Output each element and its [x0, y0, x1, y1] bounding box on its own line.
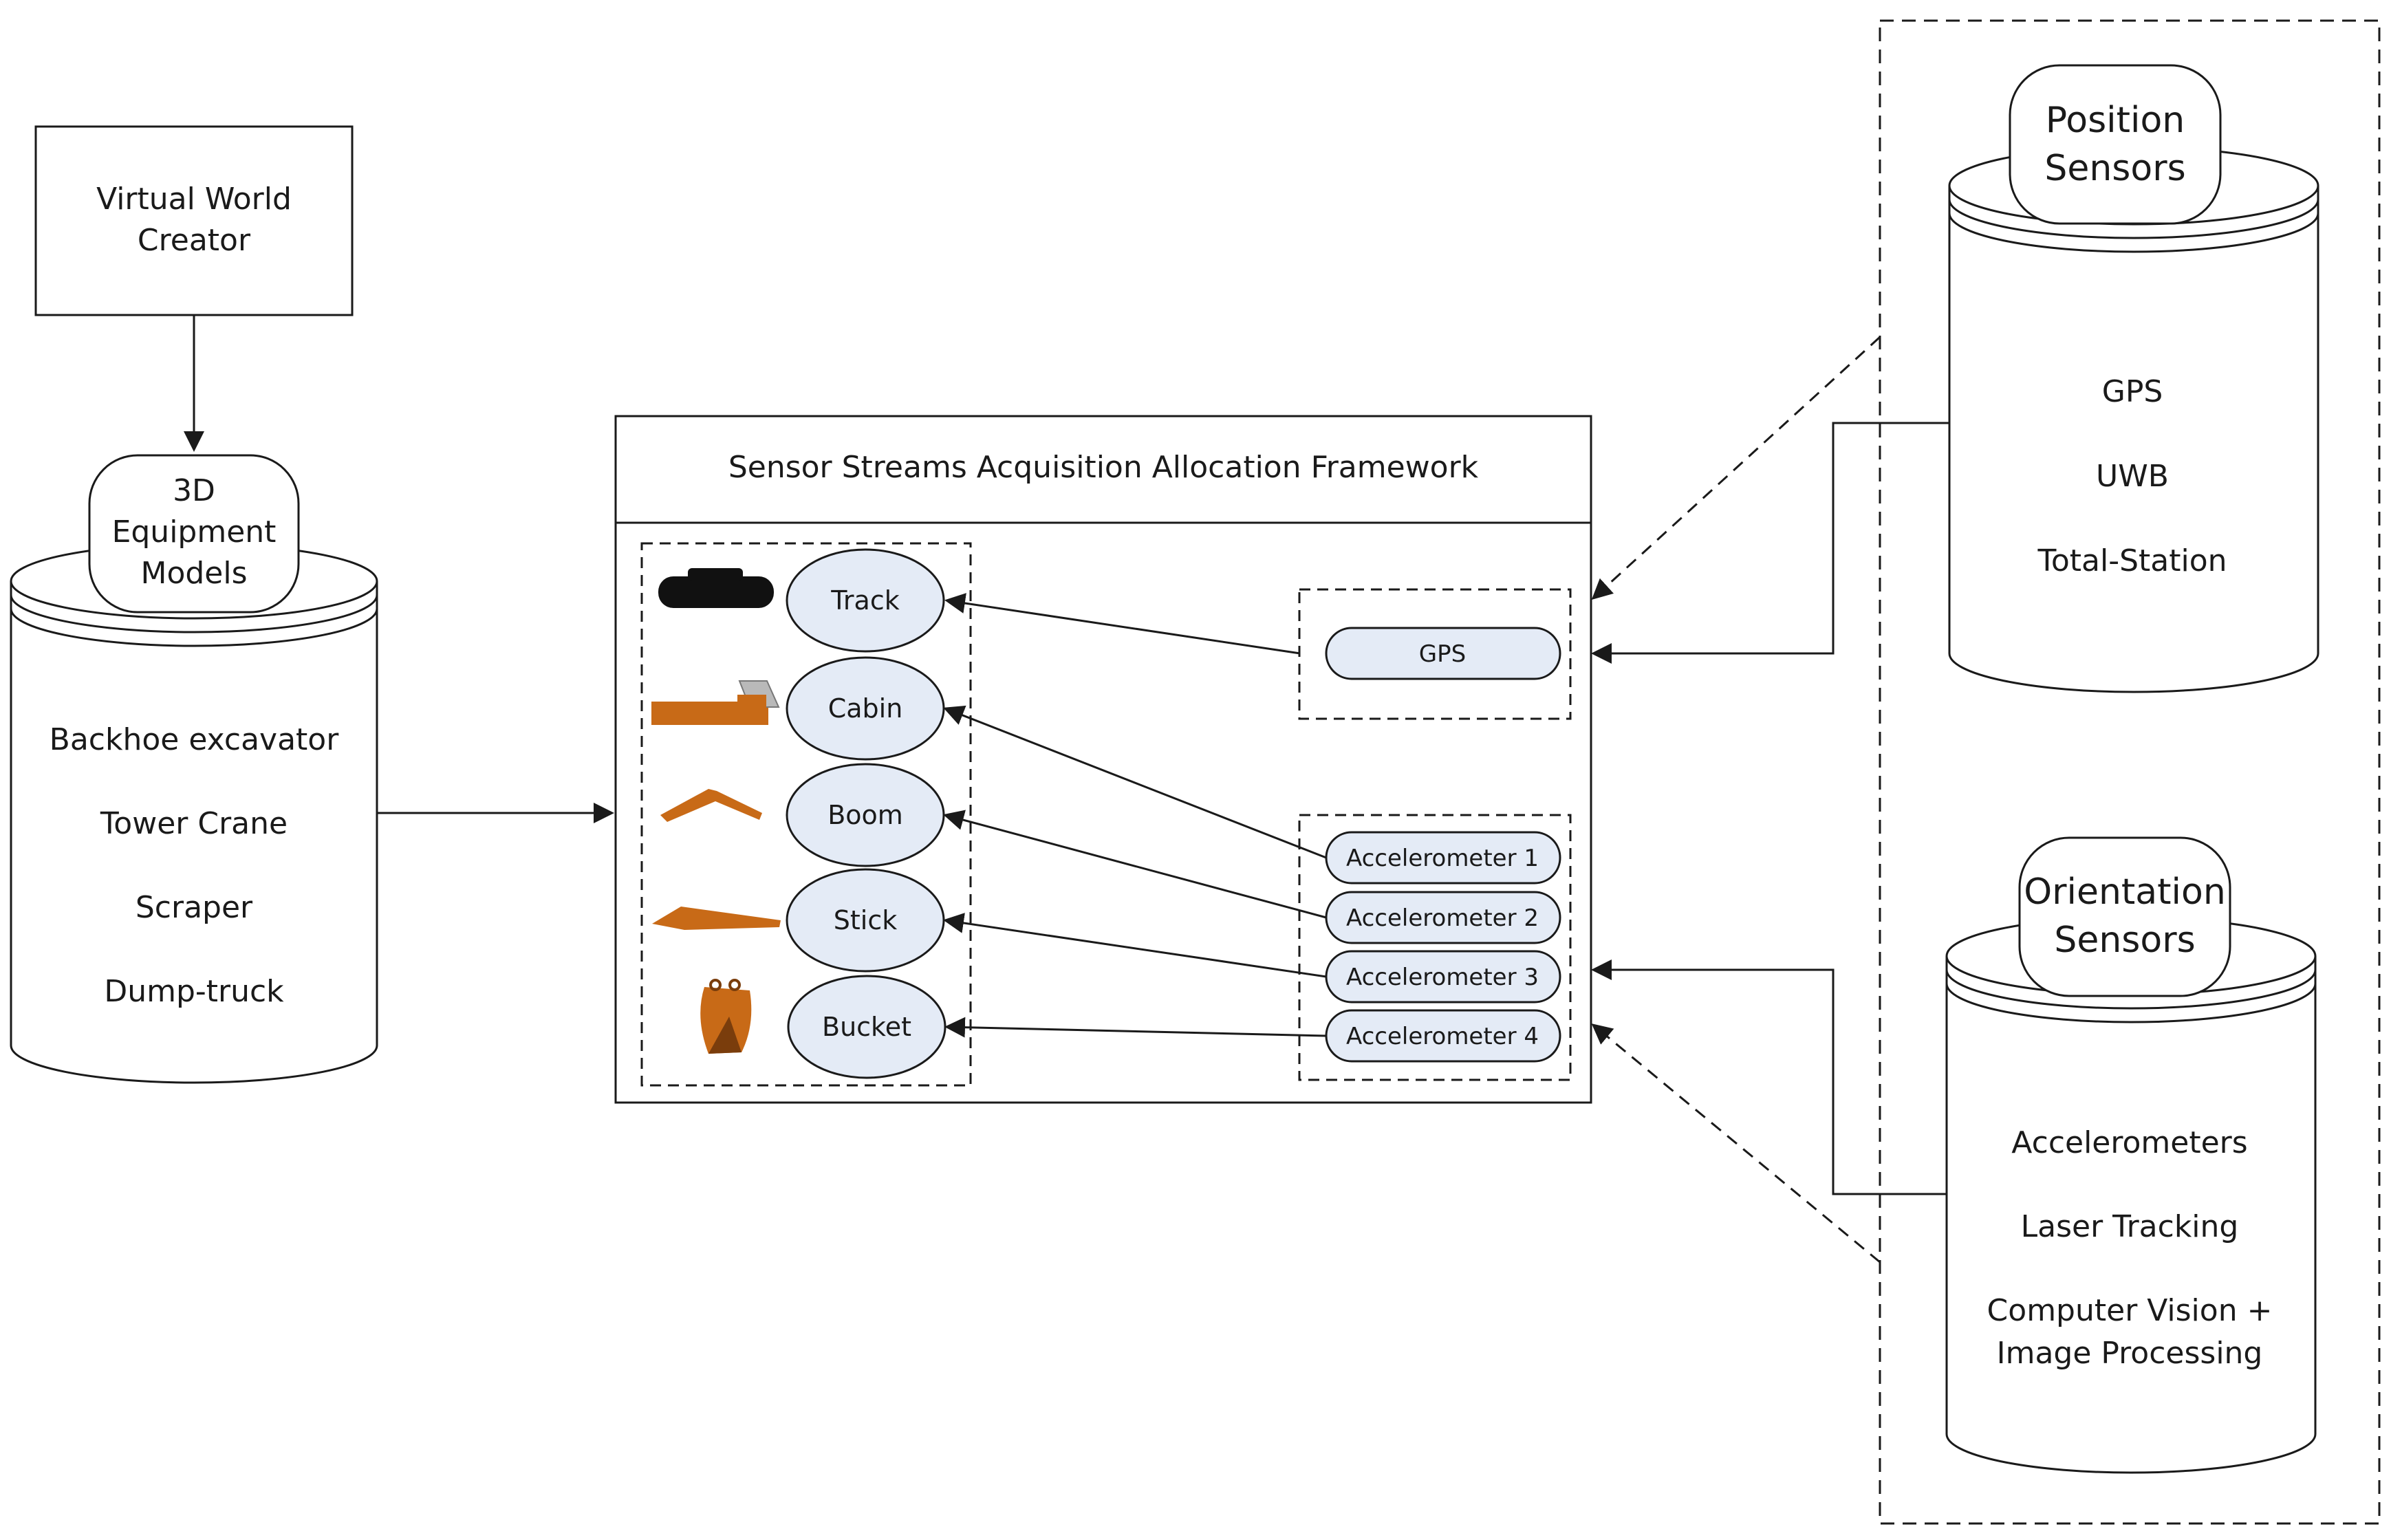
- framework-title: Sensor Streams Acquisition Allocation Fr…: [728, 450, 1479, 485]
- equipment-models-cap: [88, 454, 300, 614]
- position-item: Total-Station: [2037, 543, 2227, 578]
- orientation-item: Image Processing: [1997, 1336, 2263, 1371]
- accelerometer-node-1: Accelerometer 1: [1325, 831, 1561, 885]
- acc4-to-bucket-arrow: [944, 1017, 1327, 1038]
- orientation-to-accelerometer-arrow: [1591, 959, 1947, 1195]
- track-icon: [658, 568, 774, 608]
- part-label: Stick: [834, 905, 897, 935]
- part-label: Track: [830, 585, 899, 616]
- equipment-cap-line1: 3D: [173, 473, 215, 508]
- orientation-item: Laser Tracking: [2021, 1209, 2239, 1244]
- accelerometer-node-2: Accelerometer 2: [1325, 891, 1561, 944]
- part-label: Cabin: [828, 693, 903, 724]
- equipment-cap-line3: Models: [140, 556, 247, 591]
- accelerometer-label: Accelerometer 3: [1346, 964, 1539, 991]
- part-label: Boom: [827, 800, 903, 830]
- orientation-item: Accelerometers: [2011, 1125, 2247, 1160]
- gps-sensor-label: GPS: [1419, 640, 1466, 668]
- sensors-container: [1879, 19, 2381, 1525]
- accelerometer-label: Accelerometer 1: [1346, 845, 1539, 872]
- accelerometer-node-4: Accelerometer 4: [1325, 1009, 1561, 1063]
- parts-group: [640, 542, 972, 1087]
- equipment-item: Dump-truck: [104, 974, 284, 1009]
- position-item: GPS: [2102, 374, 2163, 409]
- virtual-world-label-2: Creator: [138, 223, 251, 258]
- accelerometer-group: [1298, 814, 1572, 1081]
- part-label: Bucket: [822, 1012, 911, 1042]
- part-node-bucket: Bucket: [787, 975, 946, 1079]
- virtual-world-label-1: Virtual World: [96, 182, 292, 217]
- container-to-gps-dashed-arrow: [1591, 336, 1881, 600]
- part-node-cabin: Cabin: [786, 656, 945, 761]
- accelerometer-label: Accelerometer 4: [1346, 1023, 1539, 1050]
- bucket-icon: [700, 979, 752, 1054]
- virtual-world-creator-box: Virtual World Creator: [34, 125, 354, 316]
- boom-icon: [660, 789, 762, 822]
- acc2-to-boom-arrow: [943, 810, 1327, 919]
- position-sensors-cap: [2009, 64, 2222, 225]
- accelerometer-label: Accelerometer 2: [1346, 904, 1539, 932]
- container-to-accelerometer-dashed-arrow: [1591, 1023, 1881, 1264]
- acc1-to-cabin-arrow: [943, 705, 1327, 859]
- acc3-to-stick-arrow: [943, 913, 1327, 978]
- position-cap-line2: Sensors: [2044, 148, 2185, 189]
- part-node-stick: Stick: [786, 868, 945, 973]
- gps-sensor-node: GPS: [1325, 627, 1561, 680]
- equipment-models-database: 3D Equipment Models Backhoe excavator To…: [10, 454, 378, 1084]
- accelerometer-node-3: Accelerometer 3: [1325, 950, 1561, 1004]
- cabin-icon: [651, 680, 780, 725]
- position-to-gps-arrow: [1591, 422, 1949, 664]
- position-item: UWB: [2096, 459, 2169, 494]
- orientation-item: Computer Vision +: [1987, 1293, 2273, 1328]
- equipment-item: Backhoe excavator: [50, 722, 340, 757]
- stick-icon: [652, 907, 781, 930]
- position-cap-line1: Position: [2046, 100, 2185, 141]
- orientation-cap-line1: Orientation: [2024, 871, 2226, 913]
- orientation-sensors-database: Orientation Sensors Accelerometers Laser…: [1945, 836, 2317, 1474]
- equipment-item: Scraper: [136, 890, 253, 925]
- orientation-cap-line2: Sensors: [2054, 920, 2195, 961]
- part-node-track: Track: [786, 548, 945, 653]
- orientation-sensors-cap: [2018, 836, 2231, 997]
- part-node-boom: Boom: [786, 763, 945, 867]
- equipment-item: Tower Crane: [100, 806, 288, 841]
- framework-box: Sensor Streams Acquisition Allocation Fr…: [614, 415, 1592, 1104]
- equipment-cap-line2: Equipment: [112, 514, 277, 550]
- gps-to-track-arrow: [944, 593, 1301, 655]
- position-sensors-database: Position Sensors GPS UWB Total-Station: [1948, 64, 2319, 693]
